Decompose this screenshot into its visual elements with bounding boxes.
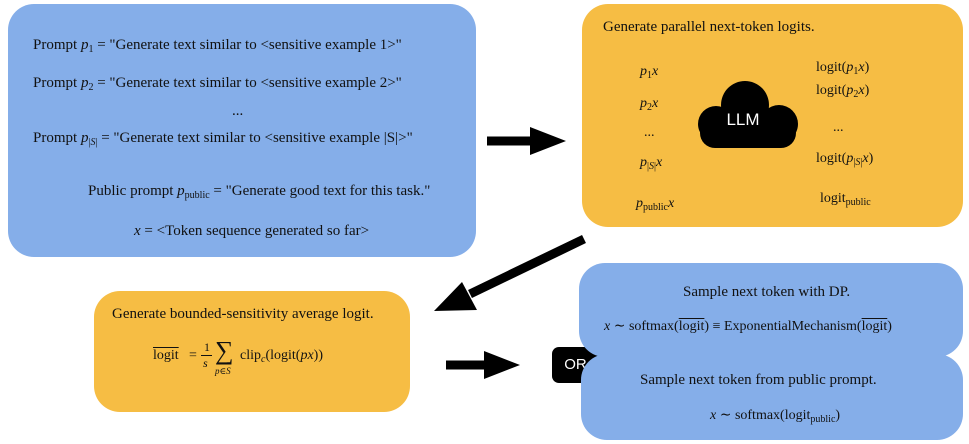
logits-box-title: Generate parallel next-token logits.: [603, 19, 815, 35]
input-p1x: p1x: [640, 64, 659, 81]
arrow-down-left-icon: [434, 234, 586, 311]
prompt-p2-line: Prompt p2 = "Generate text similar to <s…: [33, 75, 402, 93]
prompt-ellipsis: ...: [232, 103, 244, 119]
x-definition-line: x = <Token sequence generated so far>: [134, 223, 370, 239]
arrow-right-icon: [487, 127, 566, 155]
average-box-title: Generate bounded-sensitivity average log…: [112, 306, 374, 322]
public-sampling-title: Sample next token from public prompt.: [640, 372, 877, 388]
dp-sampling-box: [579, 263, 963, 357]
logit-p2x: logit(p2x): [816, 83, 870, 100]
arrow-right-icon: [446, 351, 520, 379]
logit-public: logitpublic: [820, 191, 871, 208]
average-box: [94, 291, 410, 412]
prompts-box: [8, 4, 476, 257]
input-pSx: p|S|x: [640, 155, 663, 172]
public-sampling-box: [581, 354, 963, 440]
logit-pSx: logit(p|S|x): [816, 151, 874, 168]
dp-sampling-title: Sample next token with DP.: [683, 284, 851, 300]
llm-label: LLM: [726, 110, 760, 129]
input-p2x: p2x: [640, 96, 659, 113]
dp-sampling-formula: x ∼ softmax(logit) ≡ ExponentialMechanis…: [604, 319, 892, 334]
public-sampling-formula: x ∼ softmax(logitpublic): [710, 408, 841, 425]
prompt-pS-line: Prompt p|S| = "Generate text similar to …: [33, 130, 413, 148]
input-ellipsis: ...: [644, 125, 655, 140]
input-public-x: ppublicx: [636, 196, 675, 213]
logit-p1x: logit(p1x): [816, 60, 870, 77]
public-prompt-line: Public prompt ppublic = "Generate good t…: [88, 183, 431, 201]
prompt-p1-line: Prompt p1 = "Generate text similar to <s…: [33, 37, 402, 55]
logit-ellipsis: ...: [833, 120, 844, 135]
